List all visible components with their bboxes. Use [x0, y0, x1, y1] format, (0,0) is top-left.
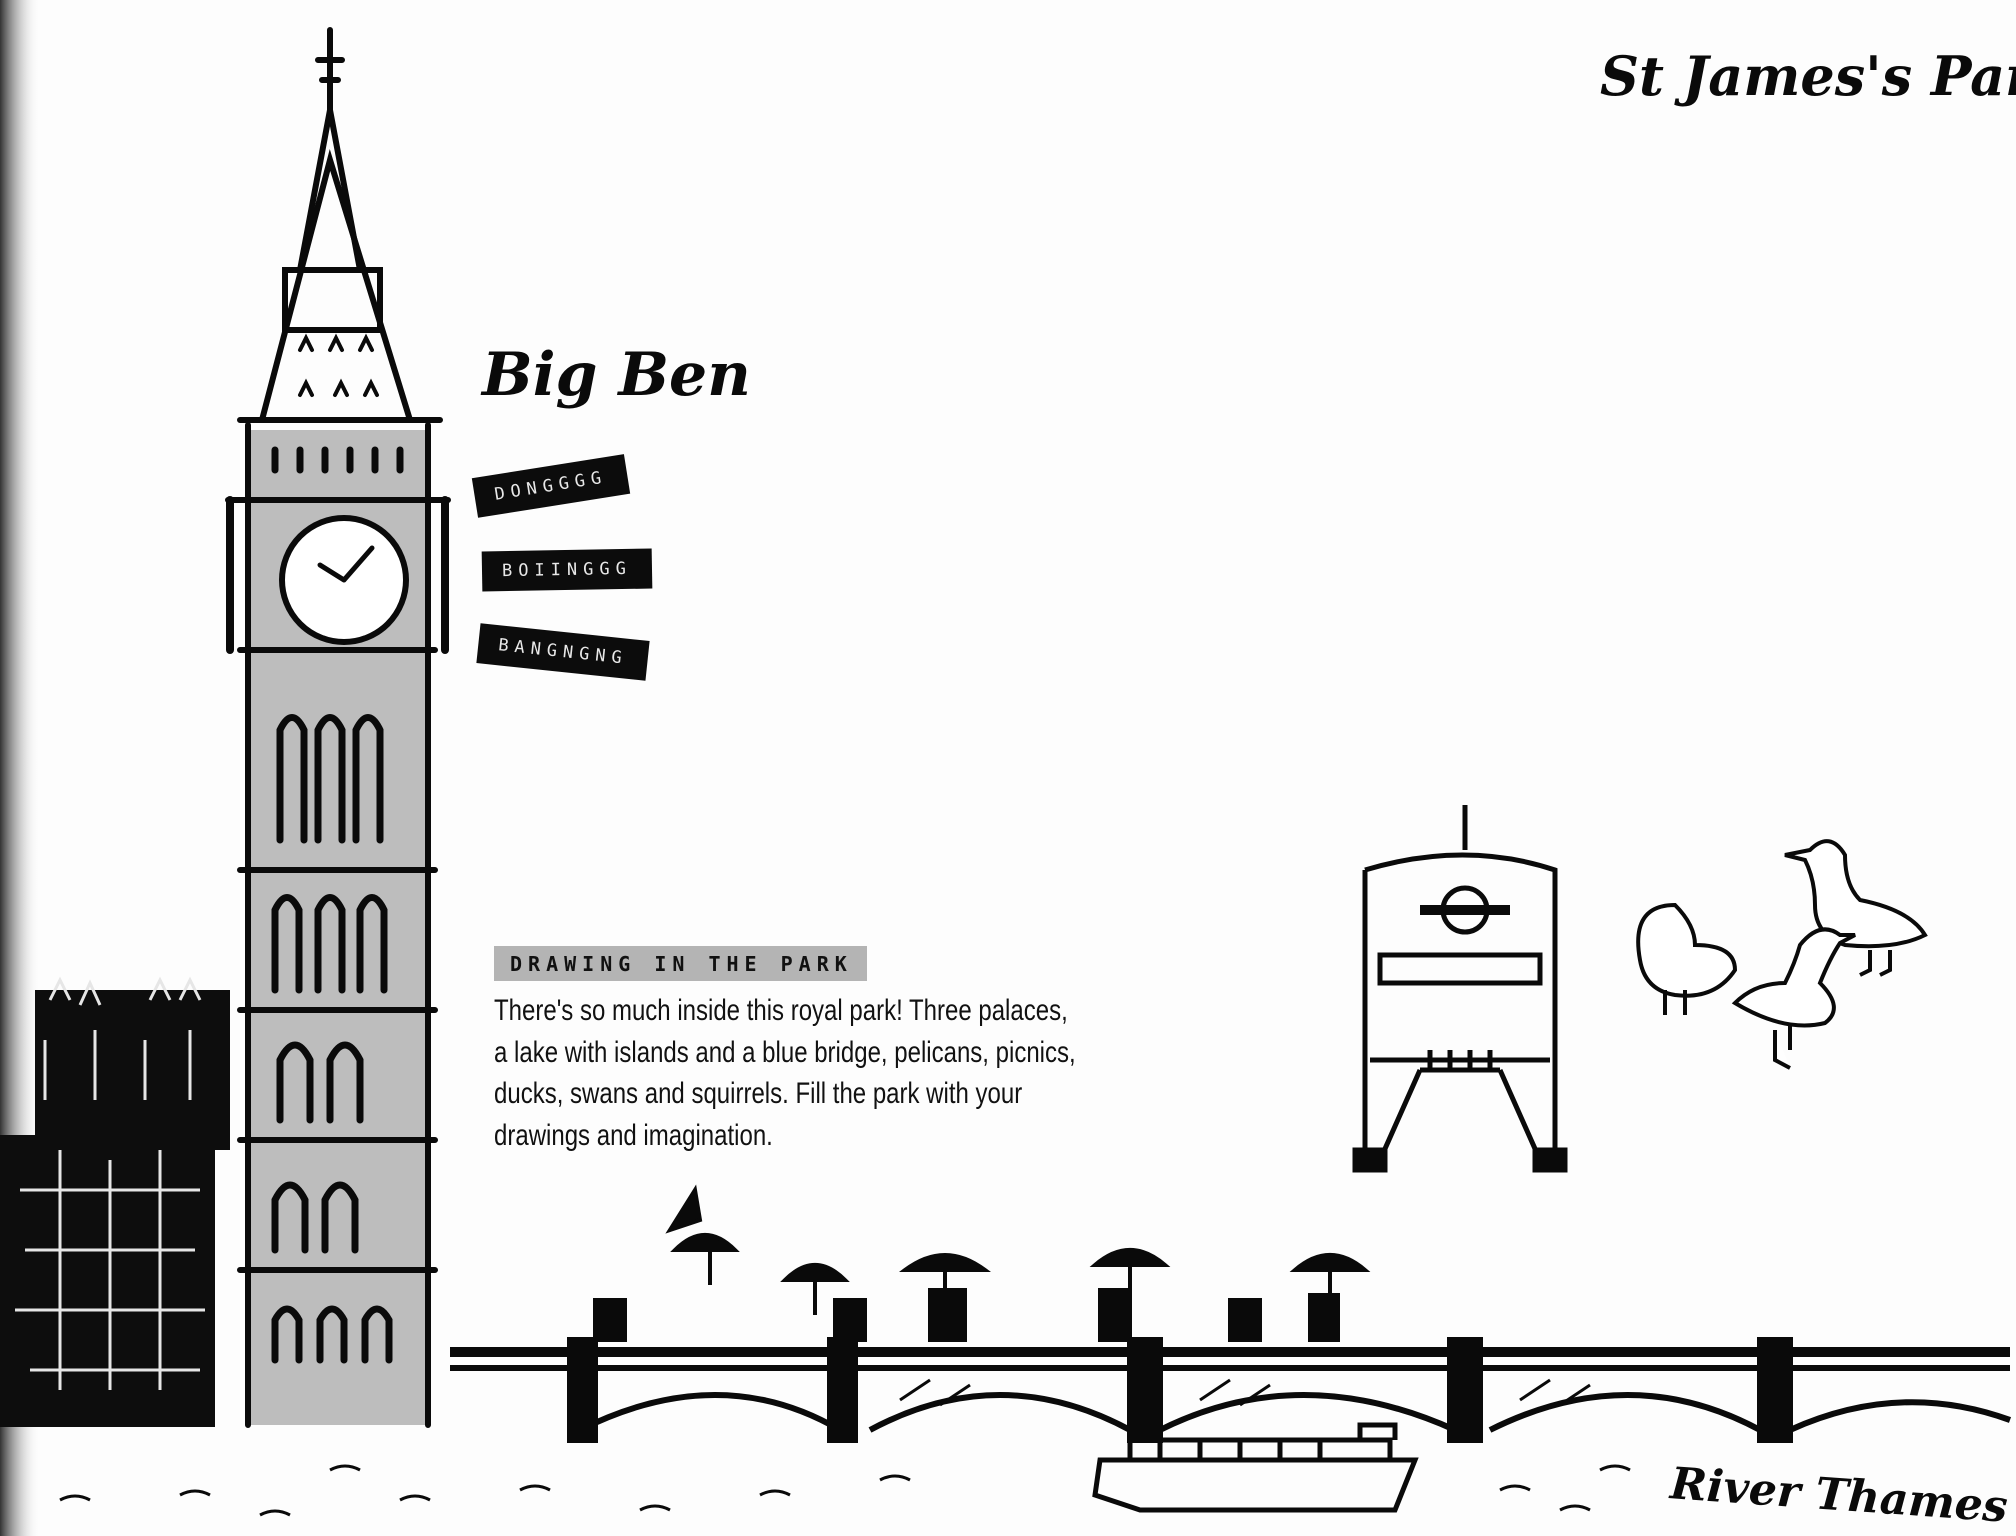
big-ben-title: Big Ben [482, 340, 751, 410]
westminster-bridge-drawing [450, 1337, 2012, 1443]
body-line: There's so much inside this royal park! … [494, 994, 1068, 1027]
underground-station-drawing [1352, 805, 1568, 1173]
river-waves-drawing [59, 1464, 1631, 1517]
river-boat-drawing [1092, 1422, 1419, 1513]
park-title: St James's Park [1600, 44, 2016, 108]
section-label: DRAWING IN THE PARK [494, 946, 867, 981]
body-line: a lake with islands and a blue bridge, p… [494, 1035, 1076, 1069]
body-line: drawings and imagination. [494, 1118, 773, 1152]
ducks-drawing [1636, 839, 1928, 1070]
big-ben-drawing [225, 27, 451, 1428]
parliament-building-drawing [0, 976, 230, 1427]
chime-label-boing: BOIINGGG [481, 548, 653, 592]
section-body: There's so much inside this royal park! … [494, 990, 1076, 1156]
body-line: ducks, swans and squirrels. Fill the par… [494, 1077, 1023, 1110]
umbrella-crowd-drawing [593, 1184, 1371, 1342]
